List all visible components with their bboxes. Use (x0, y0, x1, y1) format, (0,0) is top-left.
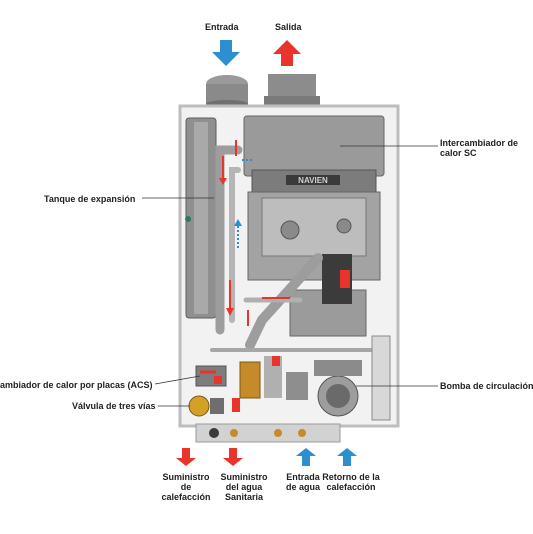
water-inlet-arrow-icon (296, 448, 316, 466)
plate-exchanger-label: ambiador de calor por placas (ACS) (0, 380, 153, 390)
leader-lines (142, 145, 438, 407)
heating-return-label: Retorno de la calefacción (322, 472, 380, 492)
exhaust-label: Salida (275, 22, 302, 32)
navien-nameplate (286, 175, 340, 185)
valve-cluster (214, 356, 308, 412)
water-inlet-label: Entrada de agua (285, 472, 320, 492)
heating-return-arrow-icon (337, 448, 357, 466)
heating-supply-label: Suministro de calefacción (161, 472, 211, 502)
three-way-valve-label: Válvula de tres vías (72, 401, 156, 411)
air-intake-dome (206, 75, 248, 108)
sc-exchanger-label: Intercambiador de calor SC (440, 138, 519, 158)
sc-heat-exchanger: NAVIEN (243, 115, 385, 281)
water-pipes (210, 145, 387, 352)
air-intake-arrow-icon (212, 40, 240, 66)
circulation-pump (314, 360, 362, 417)
sanitary-supply-arrow-icon (223, 448, 243, 466)
intake-label: Entrada (205, 22, 239, 32)
internal-flow-arrows (219, 140, 290, 326)
fan-assembly (289, 254, 367, 337)
three-way-valve (188, 395, 224, 417)
exhaust-outlet-arrow-icon (273, 40, 301, 66)
sanitary-supply-label: Suministro del agua Sanitaria (220, 472, 268, 502)
circulation-pump-label: Bomba de circulación (440, 381, 533, 391)
expansion-tank-label: Tanque de expansión (44, 194, 136, 204)
bottom-connections (195, 423, 341, 443)
flue-exhaust-pipe (264, 74, 320, 108)
brand-logo: NAVIEN (298, 176, 328, 185)
expansion-tank (185, 117, 217, 319)
control-panel (371, 335, 391, 421)
heating-supply-arrow-icon (176, 448, 196, 466)
